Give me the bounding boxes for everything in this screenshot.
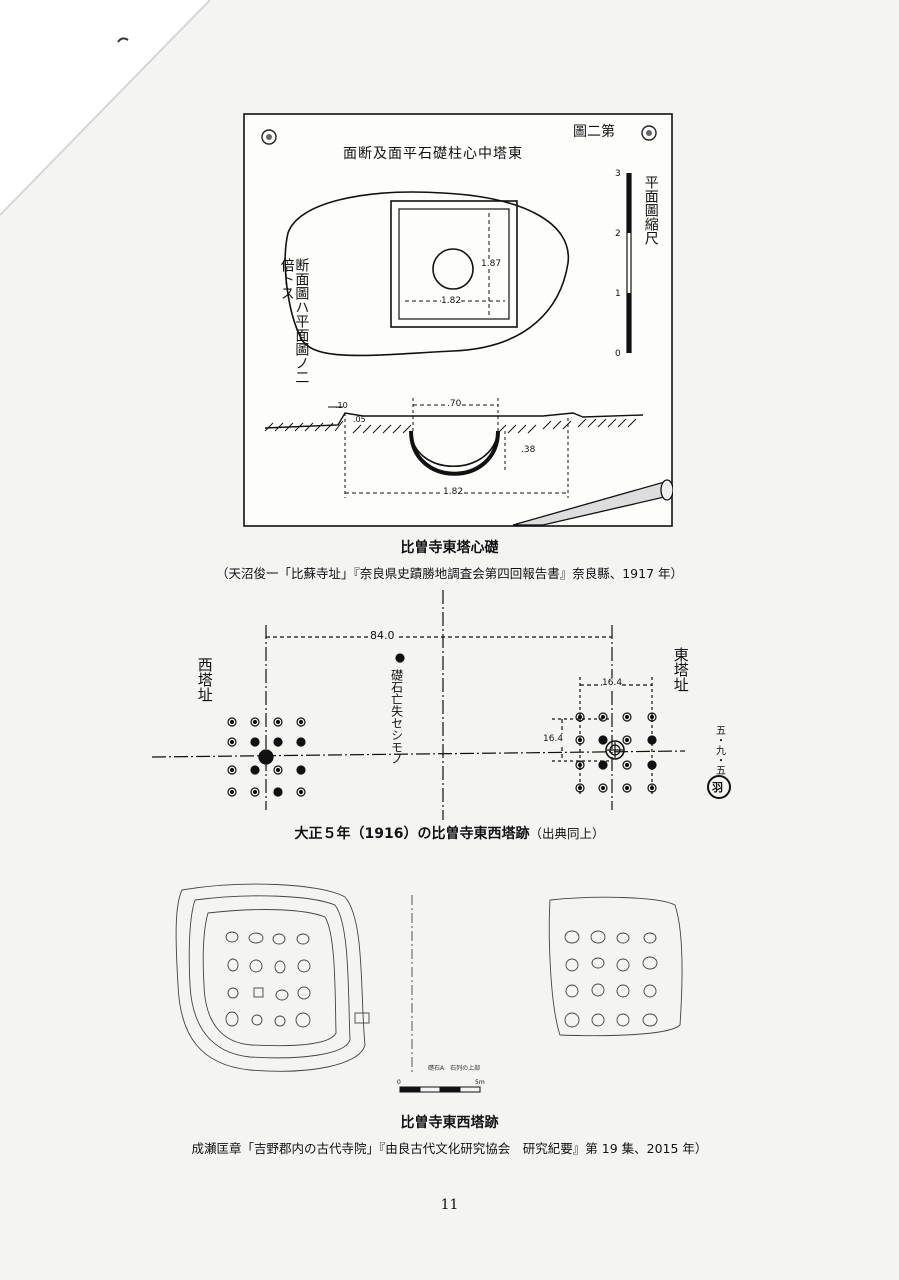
figure-1-drawing: 東塔中心柱礎石平面及断面 第二圖 平面圖縮尺 3 2 1 0 断面圖ハ平面圖ノ二… — [243, 113, 674, 527]
lost-stone-note: 礎石亡失セシモノ — [389, 669, 404, 765]
date-note: 五・九・五 — [713, 725, 725, 775]
scale-zero: 0 — [397, 1079, 401, 1086]
figure-3-drawing: 礎石A 石列の上部 0 5m — [160, 875, 700, 1105]
figure-number: 第二圖 — [573, 124, 615, 140]
pagoda-sites-plan — [151, 590, 731, 820]
figure-3-source: 成瀬匡章「吉野郡内の古代寺院」『由良古代文化研究協会 研究紀要』第 19 集、2… — [191, 1141, 708, 1156]
east-site-label: 東塔址 — [671, 647, 690, 692]
figure-2-source: （出典同上） — [529, 826, 605, 841]
excavation-plan — [175, 883, 683, 1093]
dim-hole-width: .70 — [447, 399, 462, 409]
scale-tick-2: 2 — [615, 229, 621, 239]
figure-1-heading: 東塔中心柱礎石平面及断面 — [343, 146, 523, 162]
figure-1-caption: 比曽寺東塔心礎 — [400, 540, 499, 556]
figure-1-source: （天沼俊一「比蘇寺址」『奈良県史蹟勝地調査会第四回報告書』奈良縣、1917 年） — [215, 566, 684, 581]
east-width-dim: 16.4 — [602, 678, 623, 688]
figure-2-drawing: 84.0 西塔址 東塔址 礎石亡失セシモノ 16.4 16.4 五・九・五 羽 — [140, 585, 760, 820]
dim-square-width: 1.82 — [441, 296, 462, 306]
scale-end: 5m — [475, 1079, 485, 1086]
figure-2-title: 大正５年（1916）の比曽寺東西塔跡 — [294, 826, 530, 842]
figure-2-caption: 大正５年（1916）の比曽寺東西塔跡（出典同上） — [0, 823, 899, 843]
west-site-label: 西塔址 — [195, 657, 214, 702]
dim-square-height: 1.87 — [481, 259, 502, 269]
page-number: 11 — [440, 1197, 459, 1213]
scale-label: 平面圖縮尺 — [642, 175, 659, 245]
legend-text: 礎石A 石列の上部 — [428, 1065, 481, 1072]
scale-tick-0: 0 — [615, 349, 621, 359]
figure-3-caption: 比曽寺東西塔跡 — [400, 1115, 499, 1131]
dim-rim: .10 — [335, 401, 348, 410]
dim-small: .05 — [353, 415, 366, 424]
dim-depth: .38 — [521, 445, 536, 455]
foundation-stone-drawing — [243, 113, 674, 527]
dim-total-width: 1.82 — [443, 487, 464, 497]
scale-tick-3: 3 — [615, 169, 621, 179]
east-height-dim: 16.4 — [543, 734, 564, 744]
scale-note: 断面圖ハ平面圖ノ二倍トス — [278, 258, 310, 384]
scale-tick-1: 1 — [615, 289, 621, 299]
distance-label: 84.0 — [368, 629, 397, 642]
seal-mark: 羽 — [712, 781, 723, 794]
